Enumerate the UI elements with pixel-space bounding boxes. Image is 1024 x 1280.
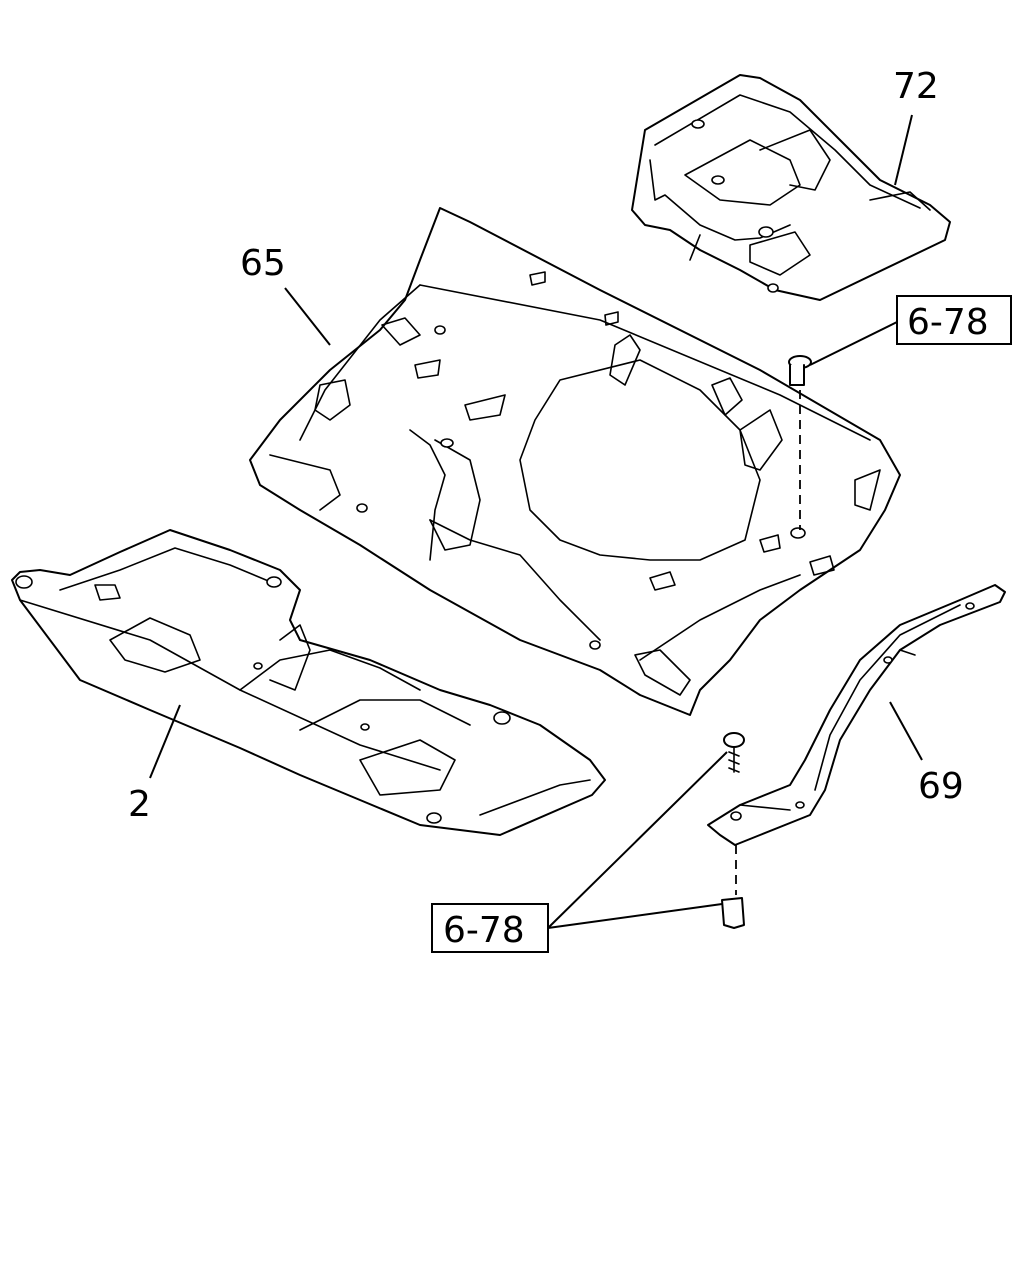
fastener-clip-top: [788, 355, 812, 386]
leader-65: [284, 287, 331, 346]
leader-2: [149, 704, 181, 779]
fastener-screw: [723, 732, 745, 773]
reference-box-top: 6-78: [896, 295, 1012, 345]
leader-ref-bottom-clip: [547, 903, 723, 929]
callout-69: 69: [918, 766, 964, 807]
reference-box-bottom: 6-78: [431, 903, 549, 953]
fastener-clip-bottom: [721, 897, 745, 929]
reference-label-bottom: 6-78: [443, 910, 525, 951]
reference-label-top: 6-78: [907, 302, 989, 343]
leader-ref-top: [809, 321, 898, 366]
callout-2: 2: [128, 784, 151, 825]
part-2-front-floor-panel: [11, 529, 606, 836]
part-72-floor-panel: [631, 74, 951, 301]
leader-72: [894, 114, 913, 186]
part-69-side-rail: [707, 584, 1006, 846]
leader-69: [889, 701, 923, 761]
leader-ref-bottom-screw: [547, 751, 728, 929]
callout-72: 72: [893, 66, 939, 107]
part-65-floor-pan: [249, 207, 901, 716]
callout-65: 65: [240, 243, 286, 284]
